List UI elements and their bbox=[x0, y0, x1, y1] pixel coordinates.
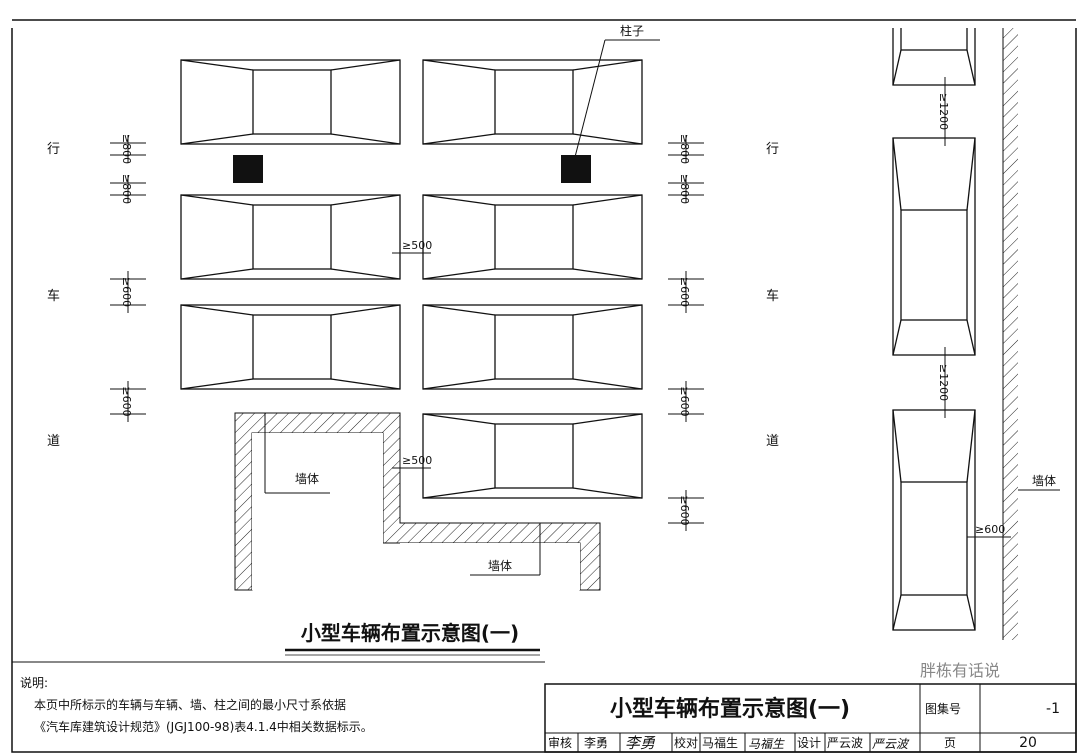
dimension: ≥600 bbox=[967, 523, 1011, 543]
dimension-label: ≥600 bbox=[975, 523, 1005, 536]
designer: 严云波 bbox=[827, 736, 863, 750]
reviewer-signature: 李勇 bbox=[625, 734, 656, 752]
dimension-label: ≥600 bbox=[678, 277, 691, 307]
car bbox=[422, 413, 643, 499]
page-label: 页 bbox=[944, 736, 956, 750]
car bbox=[180, 304, 401, 390]
review-label: 审核 bbox=[548, 735, 572, 750]
dimension-label: ≥1200 bbox=[937, 364, 950, 401]
dimension: ≥600 bbox=[110, 271, 146, 313]
dimension: ≥1200 bbox=[927, 77, 963, 146]
title-block-title: 小型车辆布置示意图(一) bbox=[610, 696, 850, 722]
dimension-label: ≥600 bbox=[678, 386, 691, 416]
lane-char: 道 bbox=[47, 434, 60, 449]
checker-signature: 马福生 bbox=[748, 737, 785, 751]
dimension: ≥600 bbox=[668, 381, 704, 422]
dimension: ≥600 bbox=[668, 271, 704, 313]
car bbox=[422, 194, 643, 280]
wall-label: 墙体 bbox=[295, 472, 319, 486]
lane-char: 道 bbox=[766, 434, 779, 449]
designer-signature: 严云波 bbox=[872, 737, 910, 751]
dimension-label: ≥500 bbox=[402, 454, 432, 467]
lane-char: 车 bbox=[47, 288, 60, 304]
reviewer: 李勇 bbox=[584, 735, 608, 750]
dimension-label: ≥800 bbox=[120, 174, 133, 204]
check-label: 校对 bbox=[674, 735, 698, 750]
dimension: ≥800 bbox=[668, 174, 704, 204]
dimension: ≥600 bbox=[110, 381, 146, 422]
watermark: 胖栋有话说 bbox=[920, 661, 1000, 680]
notes: 说明: 本页中所标示的车辆与车辆、墙、柱之间的最小尺寸系依据 《汽车库建筑设计规… bbox=[20, 672, 373, 738]
notes-line: 《汽车库建筑设计规范》(JGJ100-98)表4.1.4中相关数据标示。 bbox=[34, 720, 373, 734]
drawing-title: 小型车辆布置示意图(一) bbox=[301, 621, 519, 645]
dimension: ≥600 bbox=[668, 490, 704, 531]
lane-char: 行 bbox=[47, 142, 60, 157]
dimension-label: ≥800 bbox=[678, 174, 691, 204]
notes-heading: 说明: bbox=[20, 676, 49, 690]
atlas-no-label: 图集号 bbox=[925, 701, 961, 716]
page-number: 20 bbox=[1019, 735, 1037, 751]
lane-char: 行 bbox=[766, 142, 779, 157]
dimension: ≥800 bbox=[110, 134, 146, 164]
sheet-border bbox=[11, 19, 1077, 753]
title-block bbox=[544, 683, 1077, 753]
notes-line: 本页中所标示的车辆与车辆、墙、柱之间的最小尺寸系依据 bbox=[34, 698, 347, 712]
atlas-no-value: -1 bbox=[1046, 701, 1060, 717]
design-label: 设计 bbox=[797, 736, 821, 750]
wall-label: 墙体 bbox=[1032, 474, 1056, 488]
car bbox=[892, 137, 976, 356]
dimension-label: ≥500 bbox=[402, 239, 432, 252]
car bbox=[422, 59, 643, 145]
column-right bbox=[561, 155, 591, 183]
dimension-label: ≥600 bbox=[120, 277, 133, 307]
checker: 马福生 bbox=[702, 735, 738, 750]
dimension-label: ≥800 bbox=[678, 134, 691, 164]
wall-right bbox=[1003, 28, 1018, 640]
car bbox=[892, 409, 976, 631]
dimension-label: ≥800 bbox=[120, 134, 133, 164]
dimension-label: ≥1200 bbox=[937, 93, 950, 130]
dimension-label: ≥600 bbox=[678, 495, 691, 525]
lane-char: 车 bbox=[766, 288, 779, 304]
column-left bbox=[233, 155, 263, 183]
dimension: ≥800 bbox=[668, 134, 704, 164]
dimension: ≥500 bbox=[392, 239, 432, 259]
column-label: 柱子 bbox=[620, 23, 644, 38]
dimension: ≥500 bbox=[392, 454, 432, 474]
column-leader-line bbox=[574, 39, 606, 158]
car bbox=[422, 304, 643, 390]
dimension: ≥1200 bbox=[927, 347, 963, 418]
wall-label: 墙体 bbox=[488, 559, 512, 573]
dimension: ≥800 bbox=[110, 174, 146, 204]
car bbox=[180, 59, 401, 145]
car bbox=[180, 194, 401, 280]
dimension-label: ≥600 bbox=[120, 386, 133, 416]
